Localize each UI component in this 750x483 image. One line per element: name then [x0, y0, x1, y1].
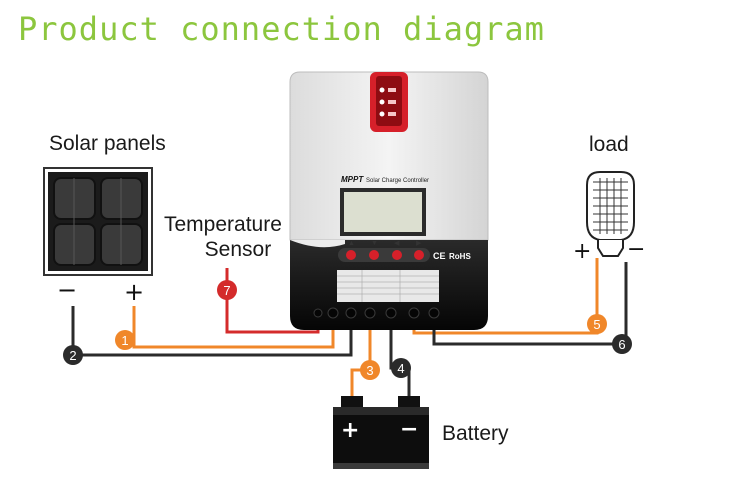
marker-4: 4	[391, 358, 411, 378]
marker-2: 2	[63, 345, 83, 365]
marker-6-label: 6	[618, 337, 625, 352]
solar-minus-symbol: −	[57, 276, 77, 304]
load-minus-symbol: −	[627, 237, 645, 262]
rohs-mark: RoHS	[449, 252, 471, 261]
battery-label: Battery	[442, 422, 509, 445]
charge-controller: MPPT Solar Charge Controller ▲ ▼ ◀ ▶ CE …	[289, 71, 489, 330]
temperature-sensor-label: Temperature Sensor	[164, 212, 282, 262]
solar-plus-symbol: +	[124, 278, 144, 306]
terminal-block	[313, 307, 440, 319]
button-up	[346, 250, 356, 260]
arrow-right-icon: ▶	[416, 240, 422, 247]
marker-3-label: 3	[366, 363, 373, 378]
battery-plus-symbol: +	[341, 418, 359, 443]
button-down	[369, 250, 379, 260]
marker-7: 7	[217, 280, 237, 300]
wire-solar-negative	[71, 306, 353, 357]
arrow-down-icon: ▼	[371, 240, 378, 247]
sensor-label-line2: Sensor	[204, 238, 272, 261]
ce-mark: CE	[433, 251, 446, 261]
marker-6: 6	[612, 334, 632, 354]
controller-model: Solar Charge Controller	[366, 178, 429, 184]
marker-2-label: 2	[69, 348, 76, 363]
button-right	[414, 250, 424, 260]
diagram-title: Product connection diagram	[18, 10, 545, 48]
load-label: load	[589, 133, 629, 156]
wire-solar-positive	[132, 306, 335, 349]
marker-1: 1	[115, 330, 135, 350]
spec-label	[337, 270, 439, 302]
battery-minus-symbol: −	[400, 417, 418, 442]
button-left	[392, 250, 402, 260]
controller-brand: MPPT	[341, 175, 364, 184]
controller-buttons	[338, 248, 430, 262]
temperature-label-line1: Temperature	[164, 213, 282, 236]
load-lamp	[586, 171, 635, 257]
marker-7-label: 7	[223, 283, 230, 298]
arrow-left-icon: ◀	[394, 240, 400, 247]
marker-3: 3	[360, 360, 380, 380]
arrow-up-icon: ▲	[348, 240, 355, 247]
solar-panel	[43, 167, 153, 276]
solar-panels-label: Solar panels	[49, 132, 166, 155]
marker-1-label: 1	[121, 333, 128, 348]
marker-4-label: 4	[397, 361, 404, 376]
battery: + −	[333, 396, 429, 469]
load-plus-symbol: +	[573, 239, 591, 264]
marker-5: 5	[587, 314, 607, 334]
marker-5-label: 5	[593, 317, 600, 332]
